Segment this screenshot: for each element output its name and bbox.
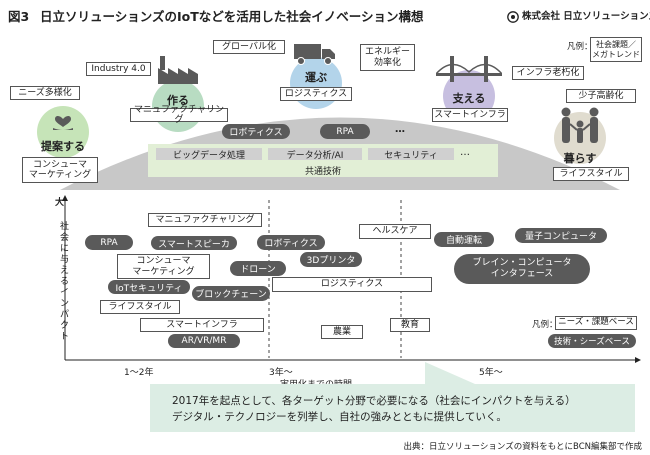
common-tech-more: …: [460, 147, 470, 158]
tech-autonomous-driving: 自動運転: [434, 232, 494, 247]
pillar-make-label: マニュファクチャリング: [130, 105, 228, 125]
source-note: 出典：日立ソリューションズの資料をもとにBCN編集部で作成: [403, 442, 642, 452]
x-tick-5-years: 5年〜: [479, 368, 503, 378]
x-tick-1-2-years: 1〜2年: [124, 368, 154, 378]
tech-robotics: ロボティクス: [257, 235, 325, 250]
trend-infrastructure-aging: インフラ老朽化: [512, 66, 584, 80]
needs-lifestyle: ライフスタイル: [100, 300, 180, 314]
common-tech-big-data: ビッグデータ処理: [156, 148, 262, 161]
pillar-support-label: スマートインフラ: [432, 108, 508, 122]
figure-title: 日立ソリューションズのIoTなどを活用した社会イノベーション構想: [40, 9, 424, 24]
common-tech-ai: データ分析/AI: [268, 148, 362, 161]
needs-education: 教育: [390, 318, 430, 332]
tech-rpa: RPA: [85, 235, 133, 250]
brand-name: 株式会社 日立ソリューションズ: [522, 11, 650, 22]
y-axis-top-label: 大: [55, 198, 65, 208]
pillar-propose-verb: 提案する: [41, 140, 85, 153]
needs-healthcare: ヘルスケア: [359, 224, 431, 239]
tech-blockchain: ブロックチェーン: [192, 286, 270, 301]
needs-consumer-marketing: コンシューマ マーケティング: [117, 254, 210, 279]
tech-3d-printer: 3Dプリンタ: [300, 252, 362, 267]
pillar-carry-label: ロジスティクス: [280, 87, 352, 101]
needs-smart-infra: スマートインフラ: [140, 318, 264, 332]
callout-message: 2017年を起点として、各ターゲット分野で必要になる（社会にインパクトを与える）…: [150, 384, 635, 432]
family-icon: [552, 106, 608, 150]
tech-quantum-computer: 量子コンピュータ: [515, 228, 607, 243]
pillar-live-verb: 暮らす: [563, 152, 597, 165]
factory-icon: [156, 54, 200, 84]
y-axis-label: 社会に与えるインパクト: [60, 222, 70, 342]
needs-manufacturing: マニュファクチャリング: [148, 213, 262, 227]
trend-globalization: グローバル化: [213, 40, 285, 54]
tech-drone: ドローン: [230, 261, 286, 276]
pillar-carry-verb: 運ぶ: [305, 71, 327, 84]
pillar-propose-label: コンシューマ マーケティング: [22, 157, 98, 183]
common-tech-security: セキュリティ: [368, 148, 454, 161]
pillar-support-verb: 支える: [452, 92, 486, 105]
trend-energy-efficiency: エネルギー 効率化: [360, 44, 415, 71]
legend-top-trend-box: 社会課題／ メガトレンド: [590, 37, 642, 62]
x-tick-3-years: 3年〜: [269, 368, 293, 378]
needs-agriculture: 農業: [321, 325, 363, 339]
trend-needs-diversification: ニーズ多様化: [10, 86, 80, 100]
legend-top-prefix: 凡例：: [567, 42, 593, 52]
common-tech-label: 共通技術: [304, 167, 341, 177]
tech-iot-security: IoTセキュリティ: [108, 280, 190, 294]
platform-rpa: RPA: [320, 124, 370, 139]
heart-hand-icon: [50, 108, 76, 132]
pillar-propose-circle: [37, 106, 89, 158]
chart-legend-prefix: 凡例：: [532, 320, 558, 330]
trend-industry-4: Industry 4.0: [86, 62, 151, 76]
trend-declining-birthrate: 少子高齢化: [566, 89, 636, 103]
chart-legend-needs: ニーズ・課題ベース: [555, 316, 637, 330]
hitachi-logo-icon: [507, 8, 519, 23]
platform-robotics: ロボティクス: [222, 124, 290, 139]
truck-icon: [293, 42, 337, 66]
pillar-make-verb: 作る: [167, 94, 189, 107]
pillar-make-circle: [152, 80, 204, 132]
platform-more: …: [395, 124, 405, 135]
tech-smart-speaker: スマートスピーカ: [151, 236, 237, 250]
figure-number: 図3: [8, 9, 30, 24]
tech-brain-computer-interface: ブレイン・コンピュータ インタフェース: [454, 254, 590, 284]
needs-logistics: ロジスティクス: [272, 277, 432, 292]
tech-ar-vr-mr: AR/VR/MR: [168, 334, 240, 348]
bridge-icon: [435, 54, 503, 84]
chart-legend-tech: 技術・シーズベース: [548, 334, 636, 348]
pillar-live-label: ライフスタイル: [553, 167, 629, 181]
